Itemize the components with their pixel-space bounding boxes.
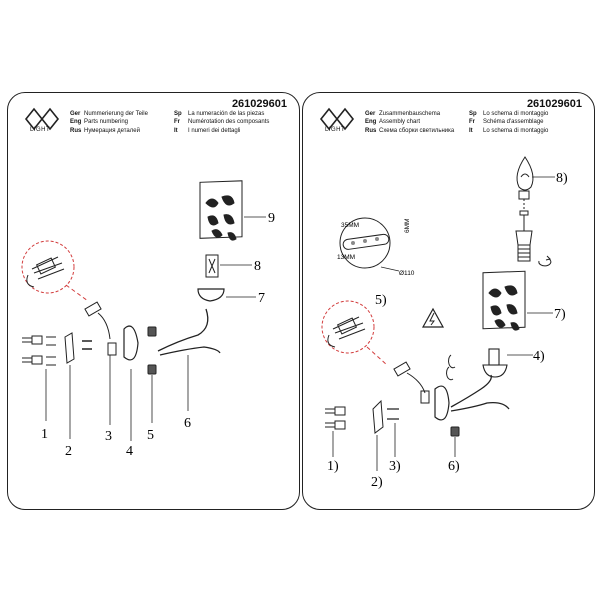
detail-pointer-line: [65, 284, 89, 302]
socket-assembly-icon: [515, 210, 533, 262]
brand-logo-icon: [319, 107, 355, 131]
leader-lines: [45, 216, 266, 441]
candle-bulb-icon: [516, 156, 534, 211]
rotate-arrow-icon: [538, 258, 552, 267]
brand-logo-icon: [24, 107, 60, 131]
bracket-screws-icon: [387, 408, 399, 420]
wall-canopy-icon: [434, 385, 450, 421]
glass-shade-icon: [199, 180, 243, 241]
wall-canopy-icon: [123, 325, 139, 361]
assembly-drawing: 35MM 6MM 13MM Ø110: [321, 156, 568, 490]
step-label-1: 1): [327, 459, 339, 474]
rotate-arrow-icon: [448, 354, 456, 369]
step-label-4: 4): [533, 349, 545, 364]
wire-detail-circle: [321, 300, 375, 354]
mounting-bracket-icon: [64, 332, 92, 364]
logo-text: LIGHT: [325, 127, 346, 133]
step-label-7: 7): [554, 307, 566, 322]
shade-holder-cup-icon: [482, 348, 508, 378]
part-label-2: 2: [65, 444, 72, 459]
step-label-5: 5): [375, 293, 387, 308]
wire-connector-detail-icon: [327, 316, 366, 348]
part-label-6: 6: [184, 416, 191, 431]
wire-detail-circle: [21, 240, 75, 294]
screw-and-anchor-icon: [325, 406, 346, 430]
exploded-parts-drawing: 1 2 3 4 5 6 7 8 9: [21, 180, 275, 459]
detail-pointer-line: [366, 346, 388, 366]
leader-lines: [332, 176, 555, 471]
screw-and-anchor-icon: [22, 335, 56, 366]
article-number: 261029601: [231, 98, 287, 110]
lamp-socket-icon: [205, 254, 219, 278]
part-label-1: 1: [41, 427, 48, 442]
step-label-3: 3): [389, 459, 401, 474]
rotate-arrow-icon: [446, 366, 454, 381]
mounting-bracket-icon: [372, 399, 384, 434]
logo-text: LIGHT: [30, 127, 51, 133]
dimension-13mm: 13MM: [337, 254, 355, 261]
terminal-block-icon: [84, 301, 117, 356]
wire-connector-detail-icon: [26, 256, 65, 288]
part-label-7: 7: [258, 291, 265, 306]
terminal-block-icon: [393, 361, 430, 404]
step-label-2: 2): [371, 475, 383, 490]
part-label-4: 4: [126, 444, 133, 459]
step-label-6: 6): [448, 459, 460, 474]
part-label-5: 5: [147, 428, 154, 443]
dimension-35mm: 35MM: [341, 222, 359, 229]
nut-icon: [147, 326, 157, 375]
part-label-8: 8: [254, 259, 261, 274]
nut-icon: [450, 426, 460, 437]
part-label-3: 3: [105, 429, 112, 444]
lamp-arm-icon: [157, 308, 221, 356]
part-label-9: 9: [268, 211, 275, 226]
dimension-6mm: 6MM: [404, 219, 411, 233]
electric-hazard-icon: [421, 307, 445, 328]
step-label-8: 8): [556, 171, 568, 186]
dimension-110: Ø110: [399, 270, 415, 277]
lamp-arm-icon: [450, 374, 510, 412]
mounting-plate-detail: [339, 217, 400, 272]
shade-holder-cup-icon: [197, 288, 225, 302]
article-number: 261029601: [526, 98, 582, 110]
glass-shade-icon: [482, 270, 526, 331]
